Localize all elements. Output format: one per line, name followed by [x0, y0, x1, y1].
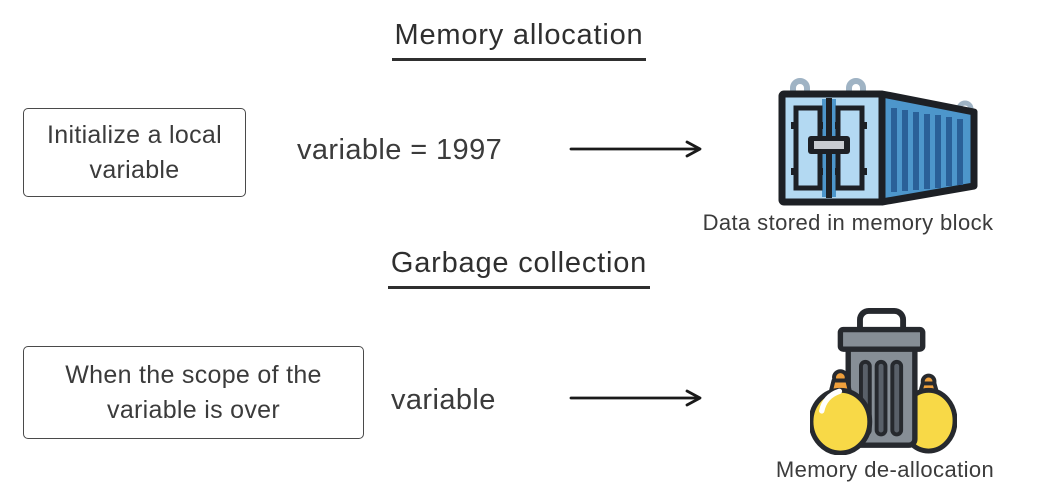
garbage-collection-title: Garbage collection: [387, 247, 651, 289]
variable-text: variable: [391, 384, 496, 416]
variable-assignment-text: variable = 1997: [297, 134, 503, 166]
memory-deallocation-caption: Memory de-allocation: [775, 457, 995, 482]
memory-allocation-title: Memory allocation: [391, 19, 647, 61]
trash-can-with-bags-icon: [810, 306, 957, 455]
arrow-icon: [568, 137, 708, 161]
initialize-variable-box: Initialize a local variable: [23, 108, 246, 197]
section-memory-allocation-title-row: Memory allocation: [0, 19, 1038, 61]
arrow-icon: [568, 386, 708, 410]
memory-block-caption: Data stored in memory block: [702, 210, 994, 235]
shipping-container-icon: [777, 70, 979, 210]
section-garbage-collection-title-row: Garbage collection: [0, 247, 1038, 289]
scope-over-box: When the scope of the variable is over: [23, 346, 364, 439]
